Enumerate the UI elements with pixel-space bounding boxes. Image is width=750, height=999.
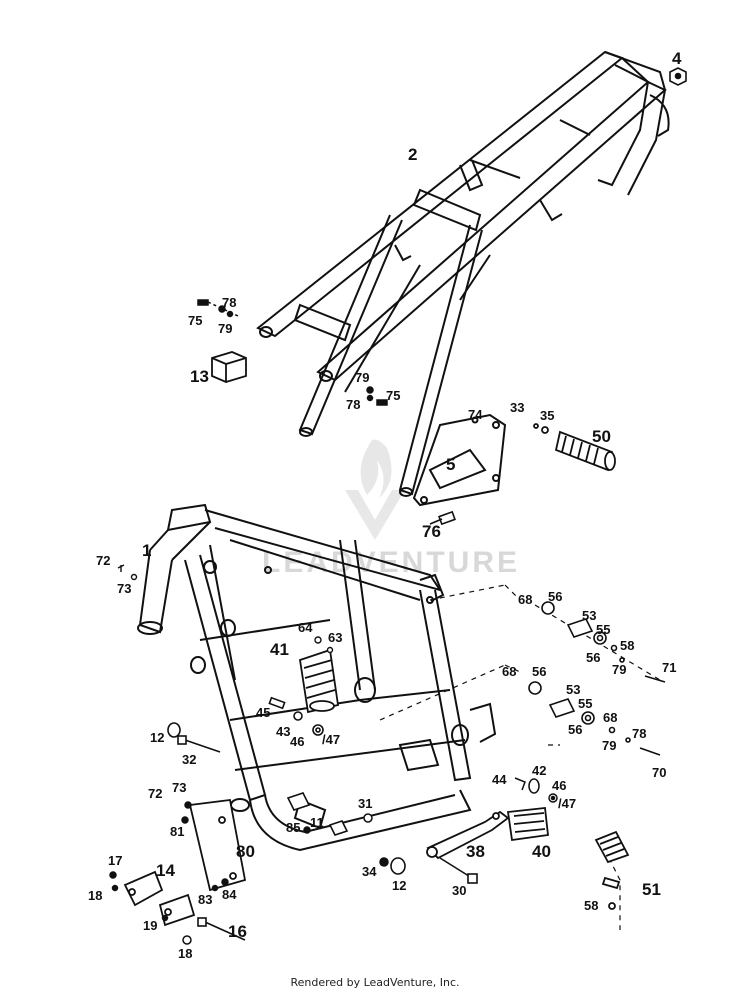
label-46a: 46: [290, 734, 304, 749]
label-63: 63: [328, 630, 342, 645]
part-50-footpeg: [533, 423, 616, 472]
label-30: 30: [452, 883, 466, 898]
label-43: 43: [276, 724, 290, 739]
label-74: 74: [468, 407, 483, 422]
label-58b: 58: [584, 898, 598, 913]
bolt-set-mid: [366, 386, 388, 406]
label-12a: 12: [150, 730, 164, 745]
label-18a: 18: [88, 888, 102, 903]
label-38: 38: [466, 842, 485, 861]
small-hardware-lower-left: [109, 801, 389, 945]
label-51: 51: [642, 880, 661, 899]
label-13: 13: [190, 367, 209, 386]
label-2: 2: [408, 145, 417, 164]
label-75b: 75: [386, 388, 400, 403]
part-76-bolt: [429, 510, 456, 526]
label-11: 11: [310, 815, 324, 830]
label-78a: 78: [222, 295, 236, 310]
rear-subframe: [256, 50, 670, 497]
label-79a: 79: [218, 321, 232, 336]
label-34: 34: [362, 864, 377, 879]
label-70: 70: [652, 765, 666, 780]
part-5-footpeg-bracket: [412, 413, 507, 507]
label-32: 32: [182, 752, 196, 767]
label-79c: 79: [612, 662, 626, 677]
label-73a: 73: [117, 581, 131, 596]
label-56a: 56: [548, 589, 562, 604]
label-80: 80: [236, 842, 255, 861]
label-85: 85: [286, 820, 300, 835]
part-80-guard: [188, 799, 247, 892]
label-45: 45: [256, 705, 270, 720]
part-30-bolt: [439, 857, 478, 884]
label-19: 19: [143, 918, 157, 933]
bushing-set-upper: [541, 601, 666, 683]
part-41-left-footrest: [298, 648, 340, 714]
label-4: 4: [672, 49, 682, 68]
label-84: 84: [222, 887, 237, 902]
label-68b: 68: [502, 664, 516, 679]
hardware-72-73: [117, 564, 138, 581]
part-32-bolt: [167, 722, 221, 753]
label-78c: 78: [632, 726, 646, 741]
label-40: 40: [532, 842, 551, 861]
label-55a: 55: [596, 622, 610, 637]
label-78b: 78: [346, 397, 360, 412]
callout-labels: 2 4 78 75 79 13 79 75 78 33 35 74 50 5 7…: [88, 49, 682, 961]
label-53a: 53: [582, 608, 596, 623]
label-14: 14: [156, 861, 175, 880]
label-56b: 56: [586, 650, 600, 665]
label-72a: 72: [96, 553, 110, 568]
label-12b: 12: [392, 878, 406, 893]
label-31: 31: [358, 796, 372, 811]
label-18b: 18: [178, 946, 192, 961]
label-83: 83: [198, 892, 212, 907]
label-42: 42: [532, 763, 546, 778]
label-79d: 79: [602, 738, 616, 753]
label-44: 44: [492, 772, 507, 787]
label-17: 17: [108, 853, 122, 868]
label-68c: 68: [603, 710, 617, 725]
label-75a: 75: [188, 313, 202, 328]
label-35: 35: [540, 408, 554, 423]
part-40-right-footrest: [506, 807, 549, 842]
label-73b: 73: [172, 780, 186, 795]
bolt-set-upper-left: [197, 299, 239, 318]
label-64: 64: [298, 620, 313, 635]
label-55b: 55: [578, 696, 592, 711]
label-71: 71: [662, 660, 676, 675]
label-81: 81: [170, 824, 184, 839]
bushing-11-12: [286, 792, 406, 875]
pin-set-left: [268, 696, 324, 736]
label-53b: 53: [566, 682, 580, 697]
watermark-logo: [345, 439, 405, 540]
label-5: 5: [446, 455, 455, 474]
part-4-nut: [669, 67, 687, 86]
label-47b: /47: [558, 796, 576, 811]
label-33: 33: [510, 400, 524, 415]
hardware-42-44: [514, 777, 558, 803]
label-76: 76: [422, 522, 441, 541]
label-56c: 56: [532, 664, 546, 679]
part-16-bolt: [197, 917, 246, 941]
part-51-pedal-tip: [594, 830, 630, 910]
label-50: 50: [592, 427, 611, 446]
label-68a: 68: [518, 592, 532, 607]
leader-lines: [379, 584, 661, 930]
label-56d: 56: [568, 722, 582, 737]
label-79b: 79: [355, 370, 369, 385]
label-58a: 58: [620, 638, 634, 653]
label-16: 16: [228, 922, 247, 941]
label-46b: 46: [552, 778, 566, 793]
label-72b: 72: [148, 786, 162, 801]
hardware-63-64: [314, 636, 334, 654]
part-13-bumper: [211, 351, 247, 383]
label-41: 41: [270, 640, 289, 659]
bushing-set-lower: [528, 681, 661, 756]
part-14-plate: [123, 870, 196, 927]
footer-credit: Rendered by LeadVenture, Inc.: [290, 976, 460, 989]
label-1: 1: [142, 541, 151, 560]
label-47a: /47: [322, 732, 340, 747]
